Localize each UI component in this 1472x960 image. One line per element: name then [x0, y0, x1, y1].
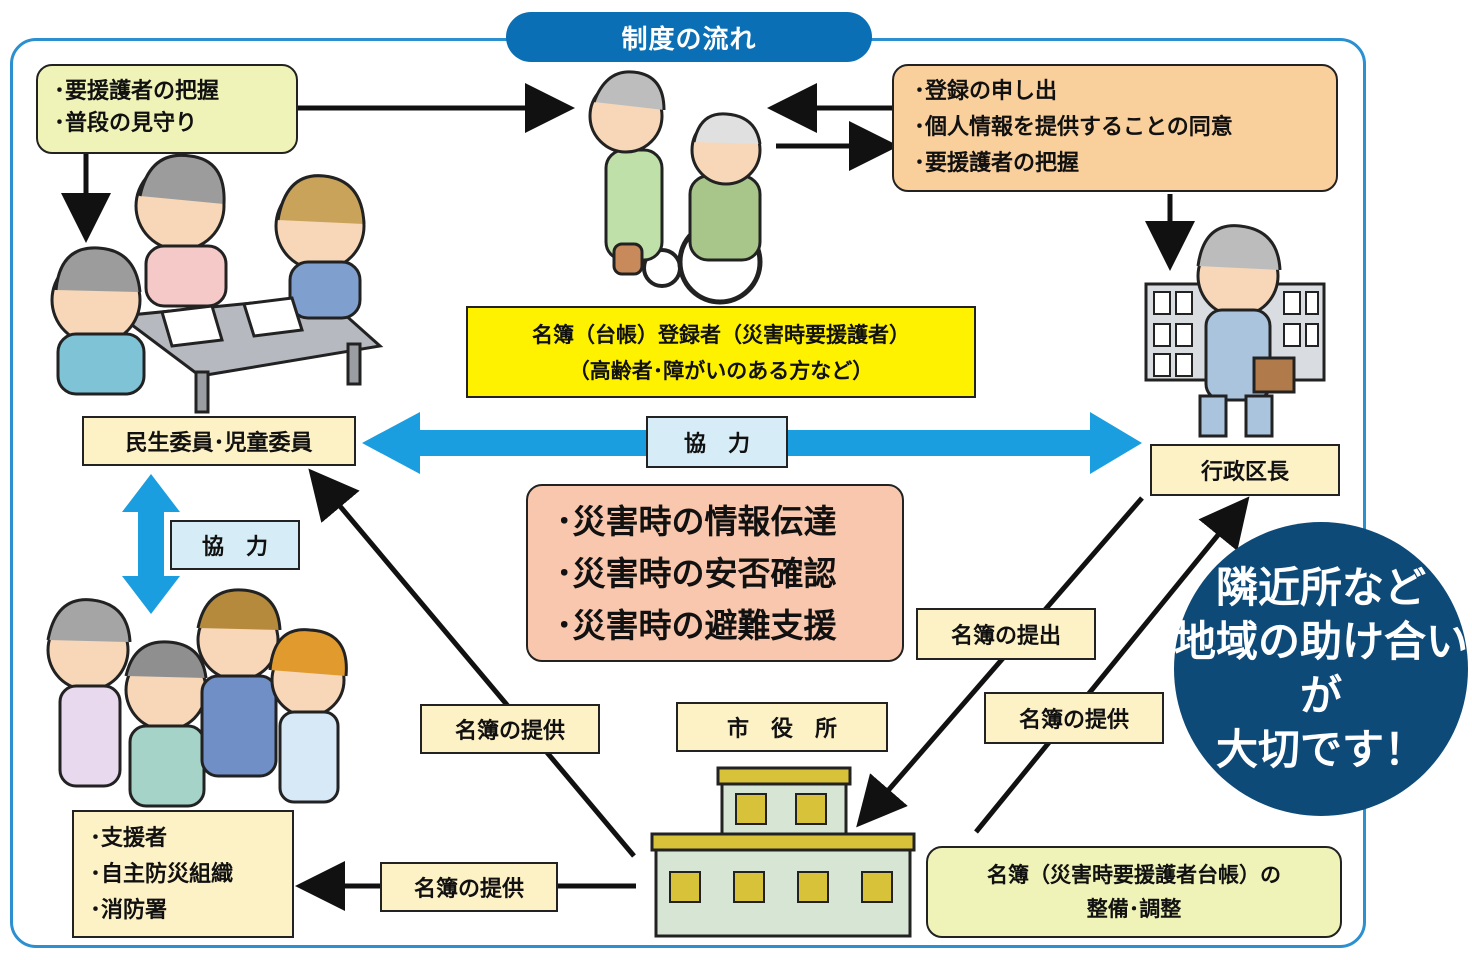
list-maintenance-line-1: 名簿（災害時要援護者台帳）の [987, 863, 1281, 887]
registration-line: ･個人情報を提供することの同意 [914, 115, 1233, 140]
supporters-illustration [46, 588, 348, 808]
list-provide-label-right: 名簿の提供 [984, 692, 1164, 744]
supporters-line: ･自主防災組織 [90, 862, 234, 887]
disaster-support-line: ･災害時の避難支援 [556, 606, 837, 645]
cooperation-arrow-vertical [122, 474, 180, 614]
mutual-help-badge: 隣近所など 地域の助け合いが 大切です！ [1174, 522, 1468, 816]
list-provide-label-bottom: 名簿の提供 [380, 862, 558, 912]
registration-box: ･登録の申し出 ･個人情報を提供することの同意 ･要援護者の把握 [892, 64, 1338, 192]
page-title: 制度の流れ [506, 12, 872, 62]
list-maintenance-box: 名簿（災害時要援護者台帳）の 整備･調整 [926, 846, 1342, 938]
wheelchair-illustration [588, 70, 763, 305]
disaster-support-line: ･災害時の情報伝達 [556, 502, 837, 541]
badge-line-2: 地域の助け合いが [1174, 617, 1469, 720]
cooperation-vertical-label: 協 力 [170, 520, 300, 570]
disaster-support-line: ･災害時の安否確認 [556, 554, 837, 593]
list-maintenance-line-2: 整備･調整 [1086, 897, 1182, 921]
registrant-line-2: （高齢者･障がいのある方など） [568, 359, 874, 383]
meeting-illustration [50, 153, 384, 414]
minsei-label: 民生委員･児童委員 [82, 416, 356, 466]
cooperation-horizontal-label: 協 力 [646, 416, 788, 468]
officer-illustration [1144, 224, 1326, 438]
disaster-support-box: ･災害時の情報伝達 ･災害時の安否確認 ･災害時の避難支援 [526, 484, 904, 662]
monitoring-line: ･要援護者の把握 [54, 79, 220, 104]
city-hall-building [650, 766, 916, 938]
registrant-line-1: 名簿（台帳）登録者（災害時要援護者） [532, 323, 910, 347]
supporters-line: ･消防署 [90, 898, 168, 923]
registrant-box: 名簿（台帳）登録者（災害時要援護者） （高齢者･障がいのある方など） [466, 306, 976, 398]
monitoring-box: ･要援護者の把握 ･普段の見守り [36, 64, 298, 154]
supporters-box: ･支援者 ･自主防災組織 ･消防署 [72, 810, 294, 938]
list-provide-label-left: 名簿の提供 [420, 704, 600, 754]
list-submit-label: 名簿の提出 [916, 608, 1096, 660]
arrow-maintenance-to-gyosei [974, 496, 1250, 834]
badge-line-1: 隣近所など [1215, 563, 1426, 612]
gyosei-label: 行政区長 [1150, 444, 1340, 496]
city-hall-label: 市 役 所 [676, 702, 888, 752]
registration-line: ･要援護者の把握 [914, 151, 1080, 176]
badge-line-3: 大切です！ [1215, 725, 1426, 774]
registration-line: ･登録の申し出 [914, 79, 1058, 104]
monitoring-line: ･普段の見守り [54, 111, 198, 136]
arrow-cityhall-to-minsei [308, 468, 636, 858]
supporters-line: ･支援者 [90, 826, 168, 851]
